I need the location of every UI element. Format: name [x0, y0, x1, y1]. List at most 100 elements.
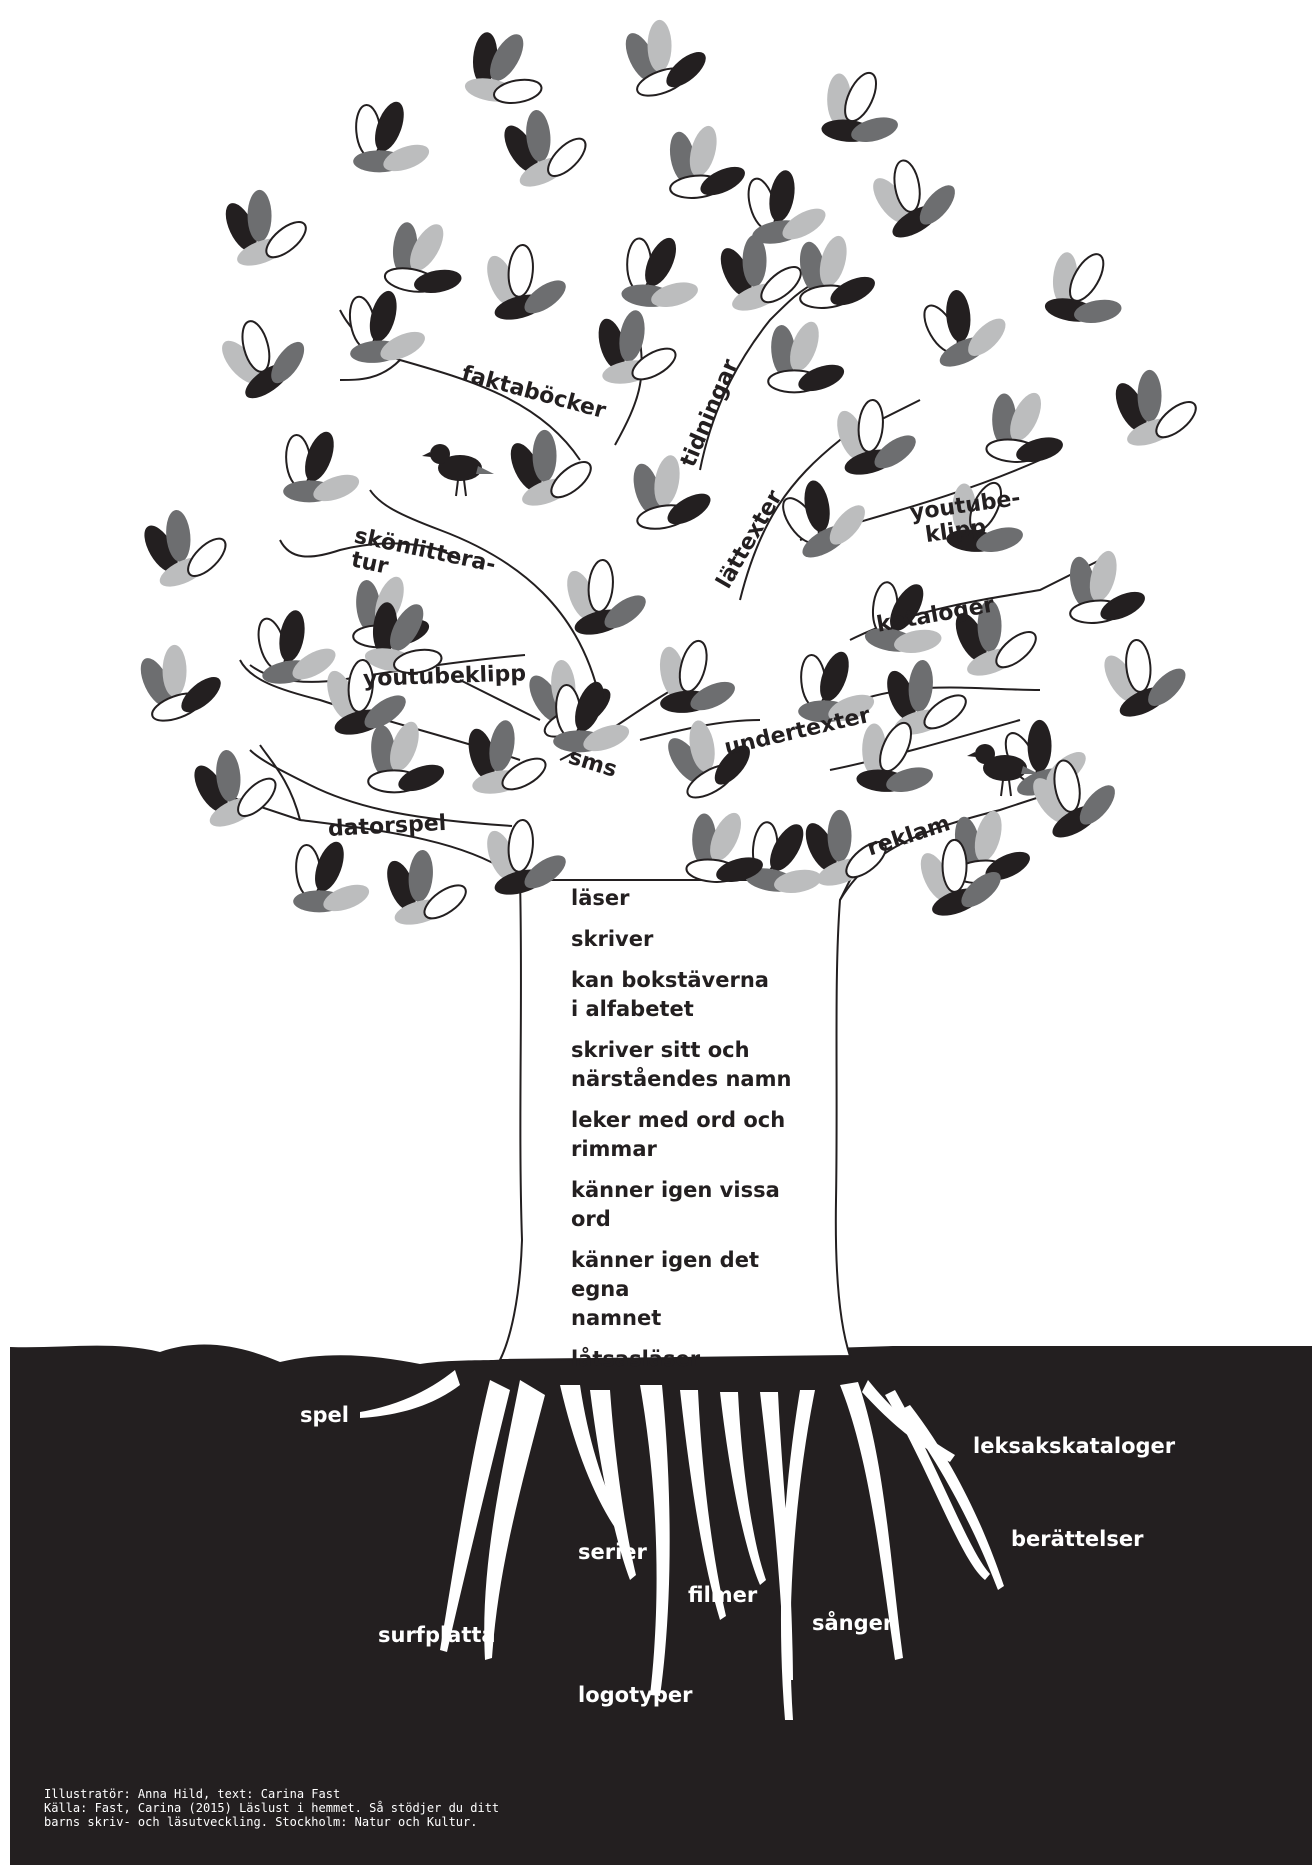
leaf-cluster — [487, 818, 566, 895]
leaf — [771, 325, 796, 377]
leaf-cluster — [856, 721, 933, 793]
leaf — [1027, 719, 1052, 772]
leaf-cluster — [353, 101, 430, 173]
leaf — [162, 644, 187, 697]
leaf-cluster — [633, 455, 711, 530]
leaf — [532, 429, 557, 482]
leaf-cluster — [955, 599, 1037, 676]
leaf — [587, 558, 614, 613]
roots-shapes — [360, 1370, 1004, 1720]
root-label-leksakskataloger: leksakskataloger — [973, 1434, 1176, 1458]
leaf — [760, 266, 802, 304]
leaf — [387, 860, 416, 911]
leaf — [598, 318, 626, 370]
leaf — [371, 725, 396, 777]
leaf — [804, 480, 830, 532]
leaf — [1074, 299, 1122, 323]
leaf — [583, 724, 630, 752]
leaf — [222, 340, 261, 384]
leaf — [501, 757, 547, 791]
leaf-cluster — [387, 849, 467, 925]
leaf — [383, 144, 430, 172]
trunk-item-line: rimmar — [571, 1137, 657, 1161]
leaf-cluster — [140, 644, 221, 722]
leaf — [1104, 655, 1138, 703]
leaf — [974, 810, 1002, 862]
leaf — [659, 646, 686, 699]
leaf — [769, 170, 795, 222]
leaf — [507, 818, 534, 873]
leaf — [526, 110, 551, 162]
leaf — [380, 331, 425, 361]
leaf — [805, 823, 837, 872]
leaf-cluster — [1069, 550, 1145, 624]
leaf — [770, 824, 804, 871]
leaf-cluster — [767, 321, 845, 394]
leaf — [955, 613, 987, 662]
leaf — [977, 599, 1002, 652]
leaf-cluster — [468, 720, 547, 794]
leaf — [247, 189, 272, 242]
leaf — [820, 651, 849, 702]
leaf-cluster — [659, 639, 735, 713]
leaf — [995, 631, 1037, 669]
leaf — [689, 125, 717, 177]
leaf-cluster — [348, 290, 425, 363]
leaf — [968, 318, 1006, 356]
leaf-cluster — [685, 812, 763, 883]
leaf — [946, 290, 971, 342]
leaf — [873, 178, 909, 223]
leaf — [700, 166, 745, 196]
leaf — [547, 137, 587, 177]
leaf — [827, 809, 852, 862]
trunk-item-line: närståendes namn — [571, 1067, 792, 1091]
leaf — [305, 431, 334, 482]
leaf — [225, 203, 257, 252]
leaf — [631, 347, 677, 381]
leaf — [187, 537, 227, 577]
leaf — [181, 677, 221, 713]
leaf — [774, 869, 822, 893]
leaf — [790, 321, 819, 372]
leaf-cluster — [873, 159, 955, 238]
leaf-cluster — [553, 681, 630, 753]
leaf — [524, 280, 566, 314]
leaf-cluster — [1033, 759, 1115, 838]
leaf — [490, 34, 524, 81]
leaf — [830, 276, 875, 306]
leaf-cluster — [744, 821, 822, 893]
leaf — [604, 595, 646, 629]
leaf — [645, 237, 677, 287]
root-label-filmer: filmer — [688, 1583, 758, 1607]
leaf — [493, 78, 543, 104]
leaf — [423, 884, 467, 920]
leaf-cluster — [798, 651, 875, 723]
leaf — [633, 463, 661, 515]
bird-icon — [422, 444, 494, 497]
trunk-item-line: i alfabetet — [571, 997, 694, 1021]
leaf-cluster — [567, 558, 646, 635]
leaf-cluster — [194, 750, 277, 827]
leaf — [894, 629, 942, 653]
leaf — [194, 765, 228, 813]
leaf-cluster — [283, 431, 360, 503]
leaf — [667, 493, 711, 525]
leaf — [1016, 437, 1063, 463]
credits: Illustratör: Anna Hild, text: Carina Fas… — [44, 1787, 499, 1829]
leaf — [1100, 591, 1145, 621]
credits-line: barns skriv- och läsutveckling. Stockhol… — [44, 1815, 478, 1829]
leaf — [1069, 556, 1096, 609]
leaf — [829, 505, 865, 545]
leaf — [845, 841, 887, 879]
root-label-spel: spel — [300, 1403, 349, 1427]
leaf — [714, 745, 750, 785]
leaf-cluster — [327, 658, 406, 735]
leaf-cluster — [625, 19, 706, 97]
trunk-item-line: kan bokstäverna — [571, 968, 769, 992]
leaf — [782, 208, 826, 240]
trunk-item: känner igen vissa ord — [571, 1178, 780, 1231]
leaf-cluster — [383, 222, 462, 293]
leaf-cluster — [487, 243, 566, 320]
leaf — [468, 728, 496, 780]
